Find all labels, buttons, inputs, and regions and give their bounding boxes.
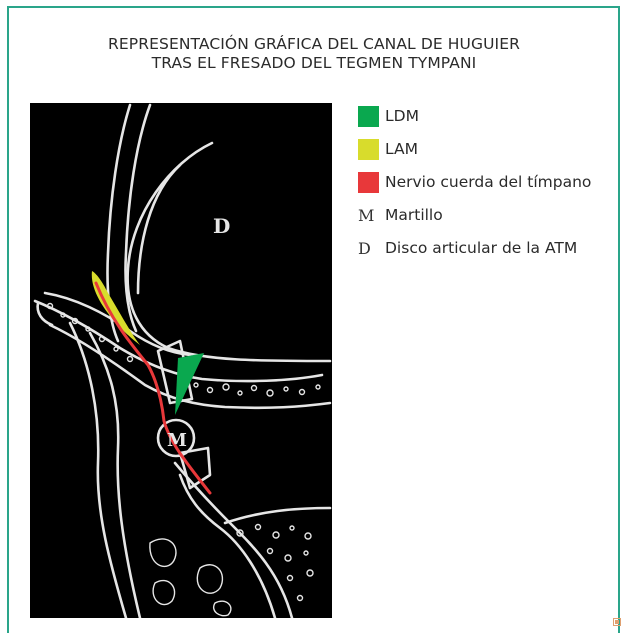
legend-item-disc: D Disco articular de la ATM bbox=[358, 235, 591, 261]
legend-item-nerve: Nervio cuerda del tímpano bbox=[358, 169, 591, 195]
title-line-1: REPRESENTACIÓN GRÁFICA DEL CANAL DE HUGU… bbox=[0, 35, 628, 54]
figure-title: REPRESENTACIÓN GRÁFICA DEL CANAL DE HUGU… bbox=[0, 35, 628, 73]
label-disc: D bbox=[213, 214, 230, 238]
legend: LDM LAM Nervio cuerda del tímpano M Mart… bbox=[358, 103, 591, 268]
anatomical-illustration: D M bbox=[30, 103, 332, 618]
nerve-swatch bbox=[358, 172, 379, 193]
legend-label-disc: Disco articular de la ATM bbox=[385, 239, 577, 257]
label-malleus: M bbox=[167, 430, 187, 451]
legend-item-lam: LAM bbox=[358, 136, 591, 162]
legend-label-lam: LAM bbox=[385, 140, 418, 158]
title-line-2: TRAS EL FRESADO DEL TEGMEN TYMPANI bbox=[0, 54, 628, 73]
legend-item-malleus: M Martillo bbox=[358, 202, 591, 228]
legend-letter-d: D bbox=[358, 239, 378, 258]
legend-label-ldm: LDM bbox=[385, 107, 419, 125]
corner-mark-icon bbox=[613, 618, 621, 626]
legend-item-ldm: LDM bbox=[358, 103, 591, 129]
ldm-swatch bbox=[358, 106, 379, 127]
legend-label-malleus: Martillo bbox=[385, 206, 443, 224]
legend-letter-m: M bbox=[358, 206, 378, 225]
legend-label-nerve: Nervio cuerda del tímpano bbox=[385, 173, 591, 191]
lam-swatch bbox=[358, 139, 379, 160]
